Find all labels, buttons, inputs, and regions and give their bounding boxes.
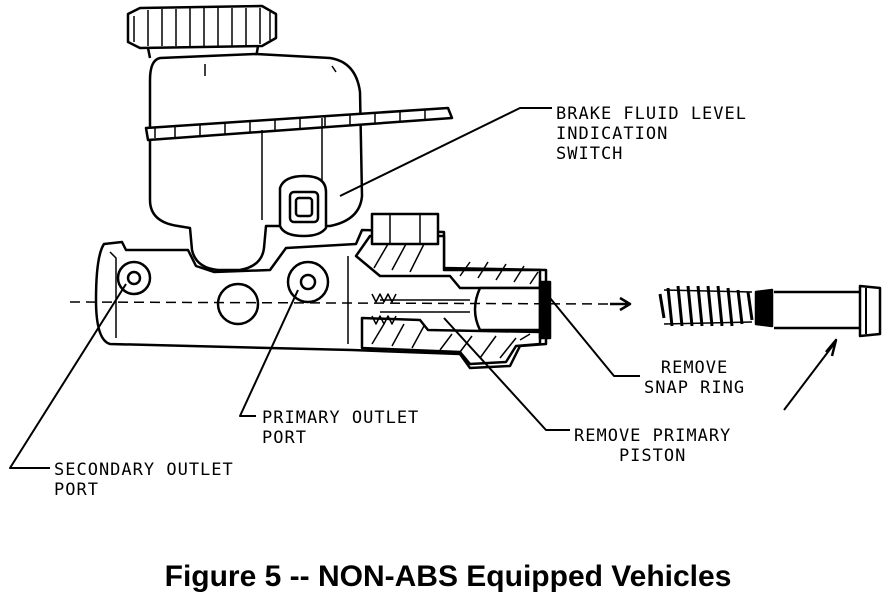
leader-lines — [9, 107, 838, 469]
fluid-level-switch-label-line-3: SWITCH — [556, 144, 624, 164]
secondary-outlet-label-line-2: PORT — [54, 480, 99, 500]
fluid-level-switch-label: BRAKE FLUID LEVEL INDICATION SWITCH — [556, 104, 747, 164]
remove-snap-ring-label-line-1: REMOVE — [660, 358, 729, 378]
remove-primary-piston-label-line-1: REMOVE PRIMARY — [574, 426, 732, 446]
primary-outlet-label: PRIMARY OUTLET PORT — [262, 408, 419, 448]
primary-piston — [754, 284, 882, 338]
remove-primary-piston-label-line-2: PISTON — [618, 446, 687, 466]
secondary-outlet-label: SECONDARY OUTLET PORT — [54, 460, 234, 500]
sectioned-bore — [354, 212, 552, 366]
primary-outlet-label-line-2: PORT — [262, 428, 307, 448]
fluid-level-switch — [278, 174, 328, 238]
remove-primary-piston-label: REMOVE PRIMARY PISTON — [574, 426, 731, 466]
reservoir-cap — [126, 4, 278, 59]
remove-snap-ring-label: REMOVE SNAP RING — [644, 358, 745, 398]
figure-caption: Figure 5 -- NON-ABS Equipped Vehicles — [164, 560, 732, 593]
fluid-level-switch-label-line-1: BRAKE FLUID LEVEL — [556, 104, 747, 124]
spring — [658, 285, 754, 327]
remove-snap-ring-label-line-2: SNAP RING — [644, 378, 746, 398]
bore-centerline — [69, 301, 611, 305]
secondary-outlet-label-line-1: SECONDARY OUTLET — [54, 460, 234, 480]
fluid-level-switch-label-line-2: INDICATION — [556, 124, 669, 144]
removal-arrow — [610, 296, 632, 312]
primary-outlet-label-line-1: PRIMARY OUTLET — [262, 408, 420, 428]
